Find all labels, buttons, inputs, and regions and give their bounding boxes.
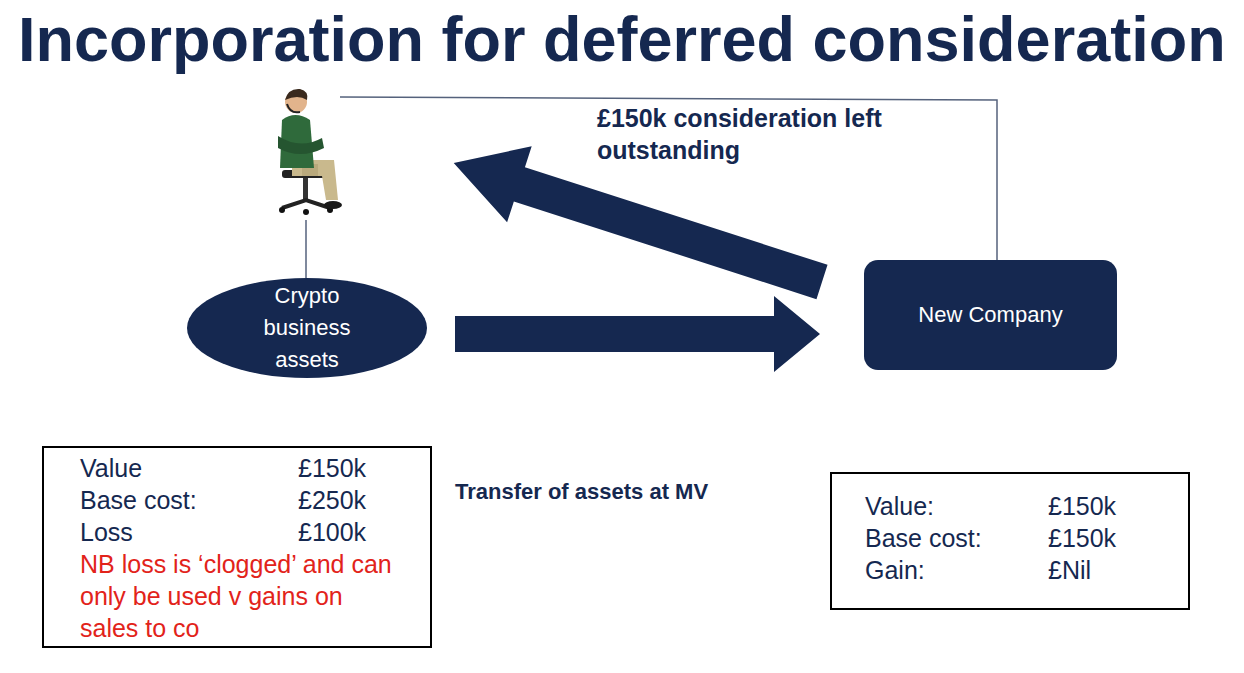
row-label: Value: [865, 490, 1048, 522]
row-value: £250k [298, 484, 430, 516]
node-label: Crypto business assets [251, 280, 363, 376]
row-value: £100k [298, 516, 430, 548]
asset-ellipse: Crypto business assets [186, 277, 428, 379]
row-label: Base cost: [865, 522, 1048, 554]
row-value: £150k [1048, 522, 1188, 554]
row-label: Base cost: [80, 484, 298, 516]
company-box: New Company [864, 260, 1117, 370]
note-text: NB loss is ‘clogged’ and can only be use… [80, 548, 398, 644]
row-value: £150k [298, 452, 430, 484]
arrow-label: £150k consideration left outstanding [597, 102, 957, 166]
calculation-box: Value:£150kBase cost:£150kGain:£Nil [830, 472, 1190, 610]
note-label: Transfer of assets at MV [455, 478, 785, 506]
row-label: Loss [80, 516, 298, 548]
row-value: £Nil [1048, 554, 1188, 586]
block-arrow [455, 296, 820, 372]
node-label: New Company [918, 302, 1062, 328]
person-illustration [278, 89, 342, 215]
row-value: £150k [1048, 490, 1188, 522]
row-label: Value [80, 452, 298, 484]
leader-line [305, 220, 307, 278]
calculation-box: Value£150kBase cost:£250kLoss£100kNB los… [42, 446, 432, 648]
row-label: Gain: [865, 554, 1048, 586]
title: Incorporation for deferred consideration [18, 8, 1226, 71]
